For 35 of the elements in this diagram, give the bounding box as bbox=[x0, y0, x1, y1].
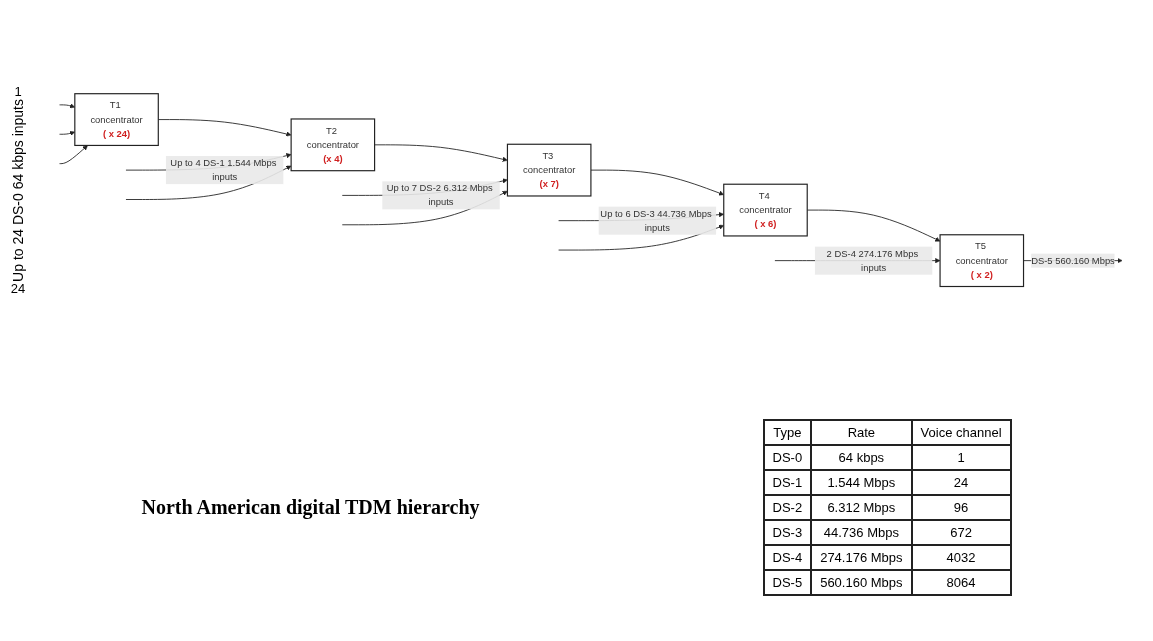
table-cell: DS-2 bbox=[763, 495, 812, 520]
table-cell: DS-1 bbox=[763, 470, 812, 495]
header-cell: Rate bbox=[811, 420, 912, 445]
edge-label: Up to 7 DS-2 6.312 Mbps inputs bbox=[386, 182, 493, 208]
table-cell: DS-3 bbox=[763, 520, 812, 545]
input-number: 24 bbox=[10, 281, 26, 297]
edge-label: 2 DS-4 274.176 Mbps inputs bbox=[826, 248, 919, 273]
table-cell: 96 bbox=[911, 495, 1011, 520]
table-cell: 672 bbox=[911, 520, 1011, 545]
table-cell: 1 bbox=[911, 445, 1011, 470]
table-cell: 24 bbox=[911, 470, 1011, 495]
table-cell: 1.544 Mbps bbox=[811, 470, 912, 495]
edge-label: DS-5 560.160 Mbps bbox=[1031, 255, 1115, 266]
edge-label: Up to 6 DS-3 44.736 Mbps inputs bbox=[600, 208, 712, 233]
input-label: Up to 24 DS-0 64 kbps inputs bbox=[10, 98, 26, 282]
table-cell: 44.736 Mbps bbox=[811, 520, 912, 545]
header-cell: Type bbox=[763, 420, 812, 445]
node-box: T1 concentrator ( x 24) bbox=[74, 93, 159, 146]
node-box: T4 concentrator ( x 6) bbox=[723, 183, 808, 237]
table-cell: 560.160 Mbps bbox=[811, 570, 912, 595]
node-box: T2 concentrator (x 4) bbox=[290, 118, 376, 172]
caption: North American digital TDM hierarchy bbox=[141, 496, 480, 519]
table-cell: DS-0 bbox=[763, 445, 812, 470]
input-number: 1 bbox=[14, 83, 22, 99]
header-cell: Voice channel bbox=[911, 420, 1011, 445]
node-box: T3 concentrator (x 7) bbox=[506, 143, 592, 197]
table-cell: DS-4 bbox=[763, 545, 812, 570]
table-cell: 4032 bbox=[911, 545, 1011, 570]
table-cell: 6.312 Mbps bbox=[811, 495, 912, 520]
table-cell: 8064 bbox=[911, 570, 1011, 595]
table-cell: 274.176 Mbps bbox=[811, 545, 912, 570]
table-cell: 64 kbps bbox=[811, 445, 912, 470]
table-cell: DS-5 bbox=[763, 570, 812, 595]
edge-label: Up to 4 DS-1 1.544 Mbps inputs bbox=[170, 157, 277, 182]
node-box: T5 concentrator ( x 2) bbox=[939, 234, 1025, 287]
